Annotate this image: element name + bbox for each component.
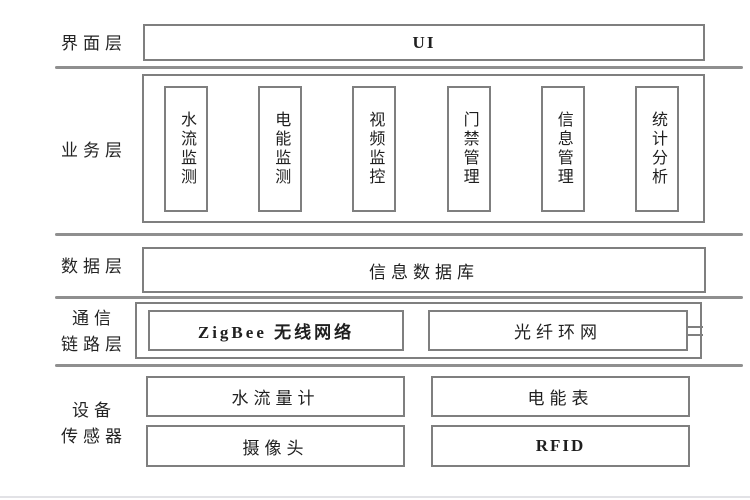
module-box-information-management: 信息管理 [540, 85, 585, 212]
module-box-power-monitoring: 电能监测 [258, 85, 303, 212]
zigbee-network-label: ZigBee 无线网络 [197, 323, 355, 342]
business-layer-box: 水流监测 电能监测 视频监控 门禁管理 信息管理 统计分析 [142, 74, 705, 223]
information-database-box: 信息数据库 [142, 247, 706, 293]
rfid-box: RFID [431, 425, 690, 467]
water-flow-meter-box: 水流量计 [146, 376, 405, 417]
power-meter-label: 电能表 [527, 389, 594, 408]
information-database-label: 信息数据库 [369, 262, 479, 282]
layer-label-data: 数据层 [61, 257, 127, 276]
layer-separator-2 [55, 233, 743, 236]
layer-label-devices-line2: 传感器 [61, 427, 127, 446]
water-flow-meter-label: 水流量计 [231, 389, 320, 408]
layer-label-communication: 通信 链路层 [28, 306, 160, 358]
module-box-access-control: 门禁管理 [446, 85, 491, 212]
page-bottom-rule [0, 496, 750, 498]
layer-label-devices-line1: 设备 [72, 401, 116, 420]
fiber-to-outer-connector [686, 326, 703, 336]
module-box-statistical-analysis: 统计分析 [634, 85, 679, 212]
rfid-label: RFID [535, 436, 586, 455]
fiber-ring-network-label: 光纤环网 [514, 323, 602, 342]
zigbee-network-box: ZigBee 无线网络 [148, 310, 404, 351]
layer-label-communication-line1: 通信 [72, 309, 116, 328]
ui-box-label: UI [412, 32, 436, 52]
layer-label-communication-line2: 链路层 [61, 335, 127, 354]
layer-label-interface: 界面层 [61, 34, 127, 53]
camera-box: 摄像头 [146, 425, 405, 467]
power-meter-box: 电能表 [431, 376, 690, 417]
layer-separator-4 [55, 364, 743, 367]
ui-box: UI [143, 24, 705, 61]
layer-label-devices: 设备 传感器 [28, 398, 160, 450]
module-box-video-surveillance: 视频监控 [352, 85, 397, 212]
layer-separator-3 [55, 296, 743, 299]
fiber-ring-network-box: 光纤环网 [428, 310, 688, 351]
camera-label: 摄像头 [242, 438, 309, 458]
layer-label-business: 业务层 [61, 141, 127, 160]
layer-separator-1 [55, 66, 743, 69]
module-box-water-flow-monitoring: 水流监测 [164, 85, 208, 212]
